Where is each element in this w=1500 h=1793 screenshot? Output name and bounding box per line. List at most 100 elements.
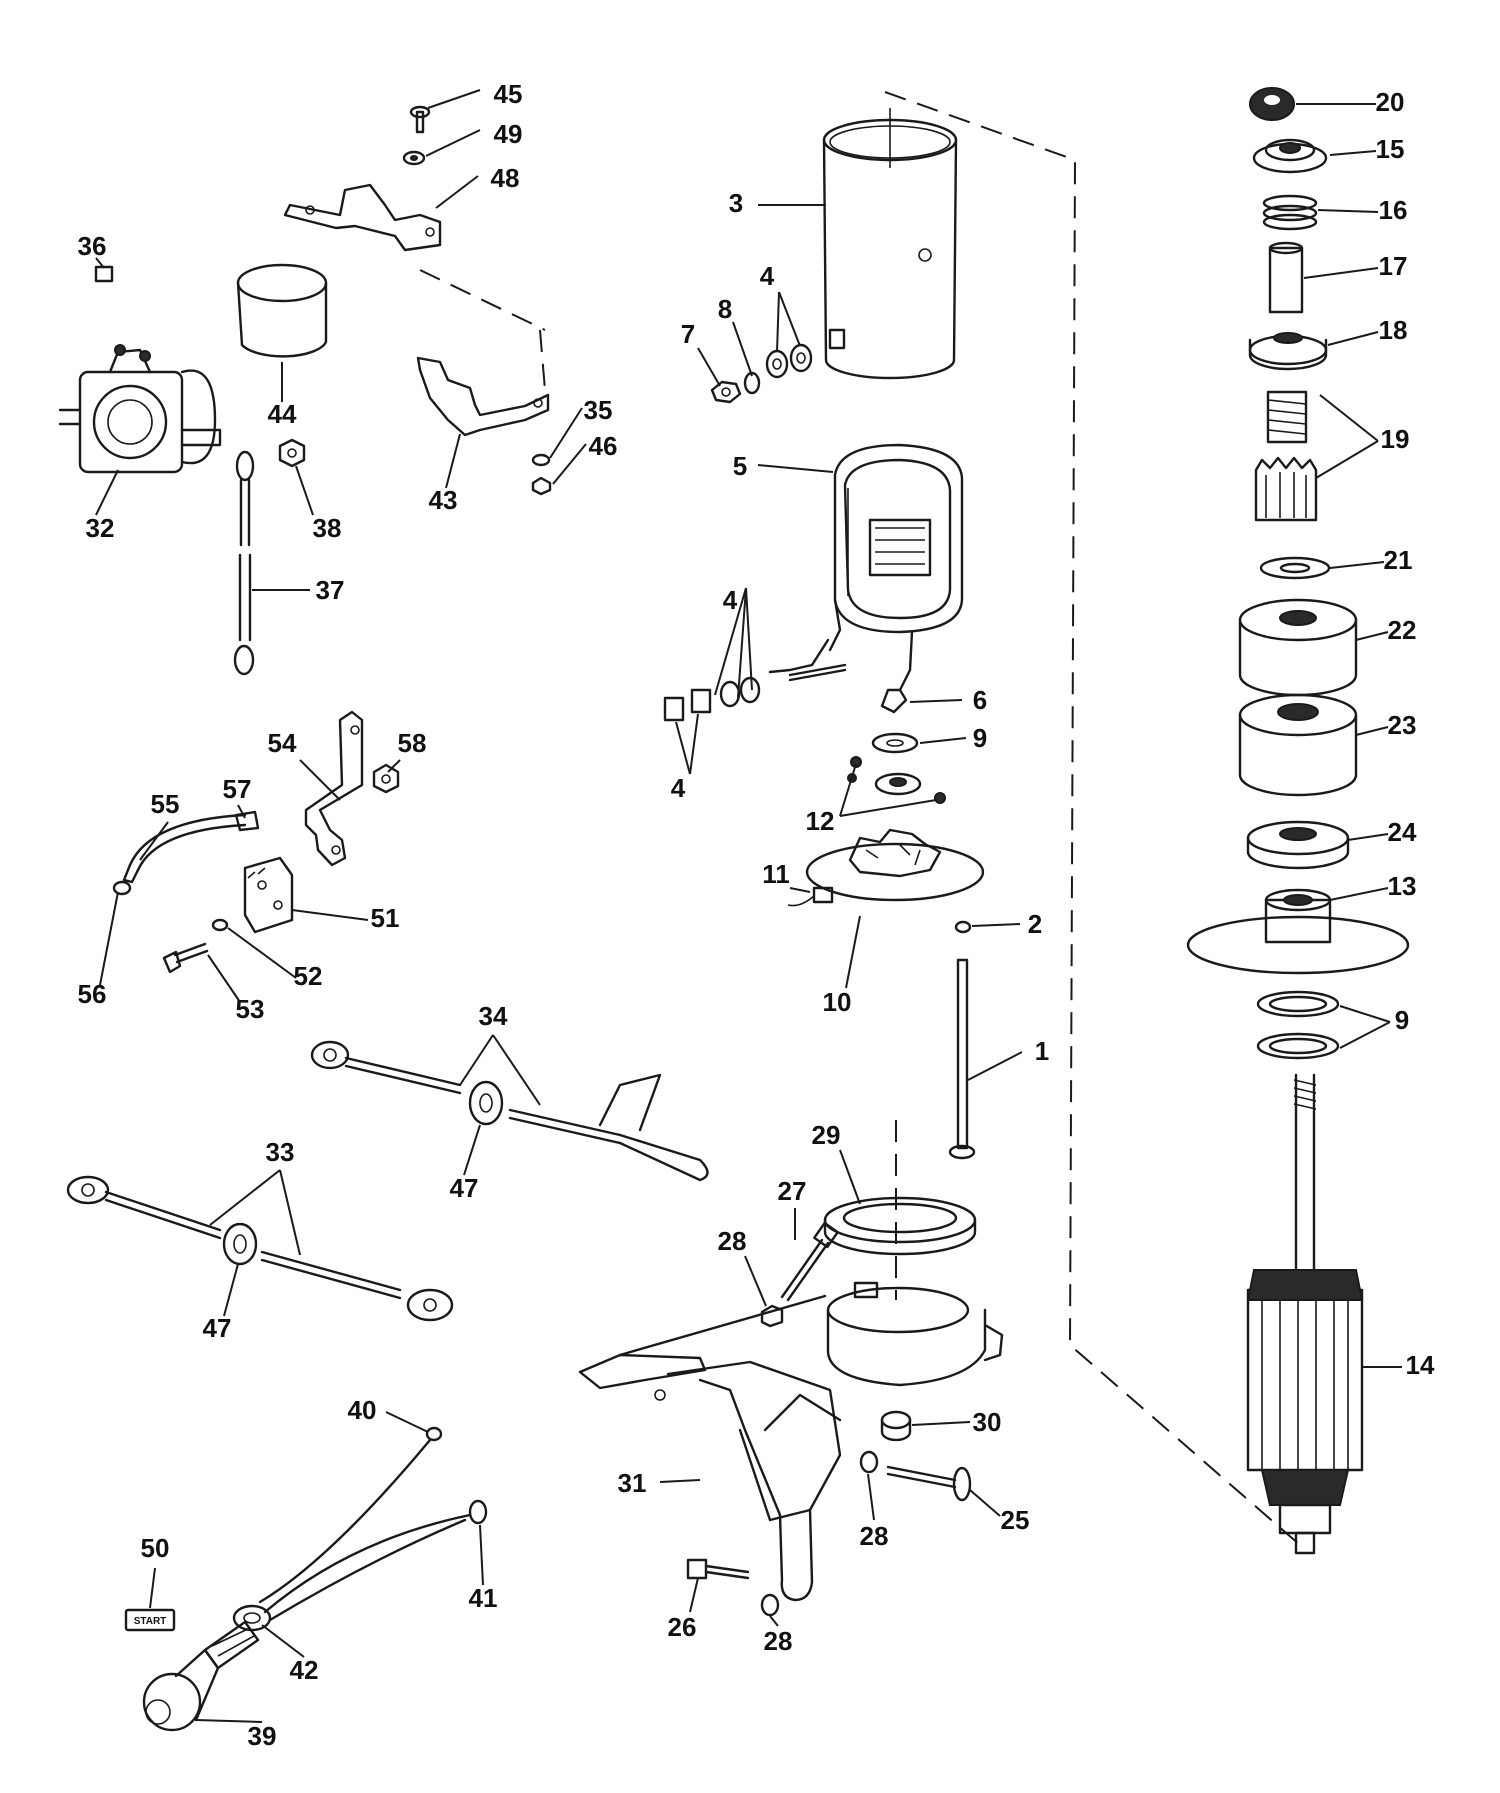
callout-4: 4 (760, 261, 775, 291)
leader-line (1329, 150, 1377, 156)
part-22-cushion-cup (1238, 598, 1358, 697)
leader-line (689, 713, 699, 775)
callout-4: 4 (671, 773, 686, 803)
callout-7: 7 (681, 319, 695, 349)
leader-line (427, 89, 481, 109)
part-19-drive-pinion (1254, 390, 1318, 522)
part-20-nut (1249, 87, 1295, 121)
part-58-nut (372, 763, 400, 794)
leader-line (919, 737, 967, 744)
part-50-start-plate: START (124, 1608, 176, 1632)
leader-line (95, 469, 119, 516)
leader-line (689, 1577, 699, 1613)
part-39-start-switch (142, 1620, 260, 1732)
callout-54: 54 (268, 728, 297, 758)
part-36-nut (94, 265, 114, 283)
leader-line (149, 1567, 156, 1609)
leader-line (659, 1479, 701, 1483)
callout-53: 53 (236, 994, 265, 1024)
leader-line (1355, 726, 1389, 736)
leader-line (1347, 833, 1389, 841)
leader-line (714, 587, 747, 696)
part-44-band (236, 263, 328, 358)
leader-line (95, 257, 105, 269)
leader-line (291, 909, 369, 921)
leader-line (1339, 1021, 1391, 1049)
callout-46: 46 (589, 431, 618, 461)
callout-21: 21 (1384, 545, 1413, 575)
callout-28: 28 (718, 1226, 747, 1256)
callout-23: 23 (1388, 710, 1417, 740)
leader-line (1303, 267, 1379, 279)
leader-line (295, 465, 314, 516)
leader-line (279, 1169, 301, 1256)
leader-line (1319, 394, 1379, 442)
leader-line (697, 347, 721, 387)
part-45-screw-49-washer (402, 105, 431, 166)
leader-line (776, 291, 780, 353)
leader-line (867, 1473, 875, 1521)
part-2-lockwasher-1-through-bolt (948, 920, 976, 1160)
callout-25: 25 (1001, 1505, 1030, 1535)
leader-line (1355, 631, 1389, 641)
leader-line (911, 1421, 971, 1426)
callout-18: 18 (1379, 315, 1408, 345)
leader-line (1329, 887, 1389, 901)
part-11-brush (787, 886, 834, 907)
callout-4: 4 (723, 585, 738, 615)
callout-51: 51 (371, 903, 400, 933)
leader-line (261, 1624, 305, 1658)
callout-24: 24 (1388, 817, 1417, 847)
part-18-stop-collar (1248, 332, 1328, 371)
leader-line (757, 464, 834, 473)
leader-line (769, 1615, 779, 1627)
leader-line (237, 804, 246, 819)
callout-31: 31 (618, 1468, 647, 1498)
alignment-lines (419, 91, 1301, 1546)
leader-line (445, 433, 461, 489)
leader-line (459, 1034, 494, 1086)
leader-line (1317, 209, 1379, 213)
leader-line (209, 1169, 281, 1226)
part-26-bolt-28-washer (686, 1558, 780, 1617)
leader-line (744, 1255, 767, 1307)
callout-13: 13 (1388, 871, 1417, 901)
callout-9: 9 (1395, 1005, 1409, 1035)
leader-line (839, 763, 857, 817)
leader-line (971, 923, 1021, 927)
callout-6: 6 (973, 685, 987, 715)
callout-50: 50 (141, 1533, 170, 1563)
part-32-solenoid (58, 344, 222, 474)
callout-30: 30 (973, 1407, 1002, 1437)
callout-47: 47 (203, 1313, 232, 1343)
part-5-field-coil (768, 443, 964, 714)
leader-line (909, 699, 963, 703)
callout-26: 26 (668, 1612, 697, 1642)
callout-8: 8 (718, 294, 732, 324)
leader-line (549, 407, 583, 459)
part-9-washers-right (1256, 990, 1340, 1060)
leader-line (223, 1263, 239, 1317)
part-35-lockwasher-46-nut (531, 453, 552, 496)
leader-lines-main (95, 89, 1402, 1723)
callout-3: 3 (729, 188, 743, 218)
callout-39: 39 (248, 1721, 277, 1751)
leader-line (969, 1489, 1001, 1517)
callout-40: 40 (348, 1395, 377, 1425)
leader-line (299, 759, 341, 801)
leader-line (479, 1524, 484, 1586)
leader-line (1315, 440, 1379, 479)
callout-48: 48 (491, 163, 520, 193)
callout-22: 22 (1388, 615, 1417, 645)
part-30-bushing (880, 1410, 912, 1442)
callout-20: 20 (1376, 87, 1405, 117)
leader-line (737, 587, 747, 699)
leader-line (552, 443, 587, 485)
leader-line (207, 954, 241, 1003)
part-4-terminal-bolt-and-insulators (663, 663, 847, 722)
part-9-washer-center (871, 732, 922, 796)
callout-34: 34 (479, 1001, 508, 1031)
leader-line (778, 291, 801, 347)
leader-line (1327, 331, 1379, 346)
